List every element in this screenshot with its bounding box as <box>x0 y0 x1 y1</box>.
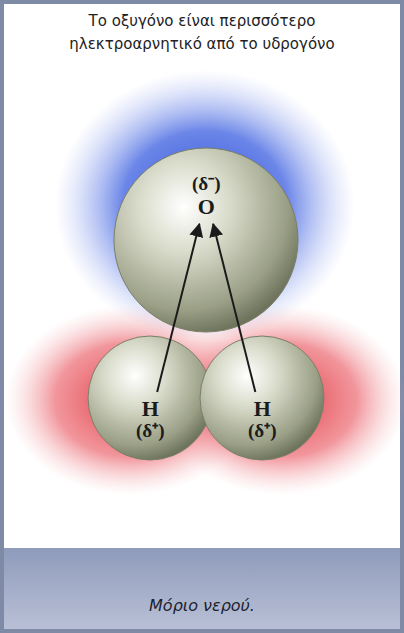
atom-text: (δ⁺) <box>248 421 277 442</box>
atom-label: H(δ⁺) <box>244 395 281 444</box>
title: Το οξυγόνο είναι περισσότερο ηλεκτροαρνη… <box>52 10 352 55</box>
oxygen-sphere <box>114 148 298 332</box>
atom-text: (δ⁻) <box>192 174 221 195</box>
atom-label: H(δ⁺) <box>132 395 169 444</box>
hydrogen-sphere <box>200 336 324 460</box>
atom-text: (δ⁺) <box>136 421 165 442</box>
atom-text: H <box>248 397 277 421</box>
caption-bar <box>4 548 400 629</box>
negative-cloud <box>55 70 355 340</box>
caption: Μόριο νερού. <box>4 596 400 615</box>
atom-text: H <box>136 397 165 421</box>
atom-text: O <box>192 195 221 219</box>
polarity-arrow <box>157 224 199 392</box>
atom-label: (δ⁻)O <box>188 172 225 221</box>
polarity-arrow <box>213 224 255 392</box>
hydrogen-sphere <box>88 336 212 460</box>
